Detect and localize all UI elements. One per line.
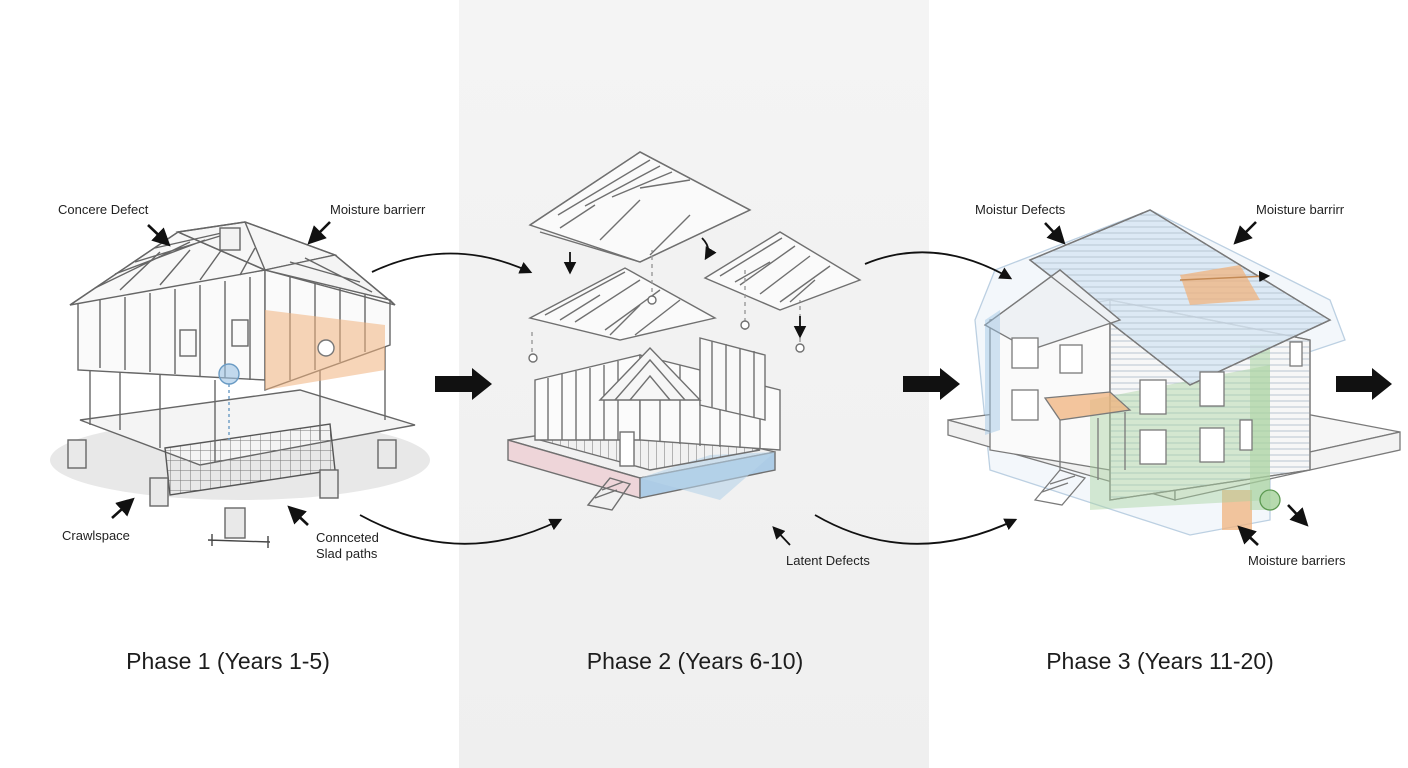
label-concrete-defect: Concere Defect [58,202,149,217]
phase-2-pointer-arrows [563,237,807,546]
label-crawlspace: Crawlspace [62,528,130,543]
curved-arrow-icon [814,514,1018,545]
label-moisture-defects: Moistur Defects [975,202,1066,217]
pointer-arrow-icon [147,224,171,247]
pointer-arrow-icon [772,526,791,546]
phase-3-pointer-arrows [1044,221,1309,546]
pointer-arrow-icon [307,221,331,245]
curved-arrow-icon [864,251,1013,280]
phase-2-exploded-frame [507,151,862,511]
arrow-right-icon [1336,368,1392,400]
pointer-arrow-icon [1044,222,1066,245]
phase-3-title: Phase 3 (Years 11-20) [1046,648,1274,674]
label-connected-line2: Slad paths [316,546,378,561]
phase-1-house-frame [50,221,430,548]
label-moisture-barrier-p3: Moisture barrirr [1256,202,1345,217]
curved-arrow-icon [371,252,533,274]
transition-arrows [359,251,1018,545]
pointer-arrow-icon [287,505,309,526]
big-right-arrows [435,368,1392,400]
arrow-right-icon [903,368,960,400]
label-moisture-barrier-p1: Moisture barrierr [330,202,426,217]
curved-arrow-icon [359,514,563,545]
pointer-arrow-icon [701,237,717,261]
phase-2-title: Phase 2 (Years 6-10) [586,648,804,674]
pointer-arrow-icon [111,497,135,519]
label-moisture-barriers: Moisture barriers [1248,553,1346,568]
label-connected-line1: Connceted [316,530,379,545]
phase-3-finished-house [947,209,1401,536]
pointer-arrow-icon [1287,504,1309,527]
label-latent-defects: Latent Defects [786,553,870,568]
pointer-arrow-icon [1237,525,1259,546]
arrow-right-icon [435,368,492,400]
phase-1-pointer-arrows [111,221,331,526]
phase-1-title: Phase 1 (Years 1-5) [126,648,330,674]
pointer-arrow-icon [1233,221,1257,245]
